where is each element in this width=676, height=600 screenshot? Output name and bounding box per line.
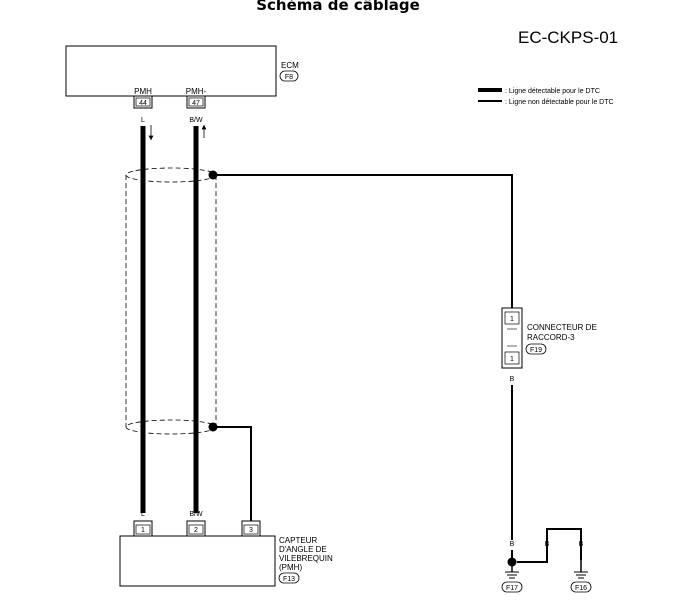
joint-connector-id: F19 — [530, 347, 542, 354]
joint-pin-bottom-box — [504, 351, 520, 365]
shield-top-ellipse — [125, 167, 217, 183]
shield — [125, 167, 217, 435]
ecm-pin-47-inner — [188, 97, 204, 107]
joint-connector-name-1: CONNECTEUR DE — [527, 323, 597, 332]
wire-ground-f16 — [517, 528, 582, 563]
sensor-name-2: D'ANGLE DE — [279, 545, 327, 554]
ground-f17: F17 — [501, 550, 523, 593]
ecm-block: ECM F8 PMH PMH- 44 47 — [65, 45, 299, 109]
ground-f16-id: F16 — [575, 585, 587, 592]
wire-b-label-ground-f17: B — [510, 541, 515, 548]
sensor-connector-id: F13 — [283, 576, 295, 583]
sensor-pin-3: 3 — [249, 527, 253, 534]
legend-non-detectable-label: : Ligne non détectable pour le DTC — [505, 99, 614, 106]
shield-bottom-ellipse — [125, 419, 217, 435]
wire-bw-label-bottom: B/W — [189, 511, 203, 518]
sensor-pin-1-inner — [135, 524, 151, 535]
ground-f17-id: F17 — [506, 585, 518, 592]
ecm-connector-badge — [279, 70, 299, 82]
sensor-pin-2: 2 — [194, 527, 198, 534]
sensor-pin-3-inner — [243, 524, 259, 535]
ground-f16-badge — [570, 581, 592, 593]
legend: : Ligne détectable pour le DTC : Ligne n… — [478, 88, 614, 106]
ecm-pin-44-label: PMH — [134, 87, 152, 96]
sensor-connector-badge — [278, 572, 300, 584]
sensor-name-4: (PMH) — [279, 563, 302, 572]
joint-pin-top: 1 — [510, 316, 514, 323]
ecm-pin-44-inner — [135, 97, 151, 107]
joint-connector: 1 1 CONNECTEUR DE RACCORD-3 F19 — [501, 307, 597, 369]
wire-b-label-joint: B — [510, 376, 515, 383]
sensor-pin-1: 1 — [141, 527, 145, 534]
wire-shield-sensor — [213, 426, 252, 521]
ecm-pin-44-number: 44 — [139, 100, 147, 107]
legend-detectable-label: : Ligne détectable pour le DTC — [505, 88, 600, 95]
sensor-box — [119, 535, 276, 587]
wire-b-label-ground-f16: B — [579, 541, 584, 548]
ground-f17-badge — [501, 581, 523, 593]
wire-b-label-branch: B — [545, 541, 550, 548]
ecm-pin-47-label: PMH- — [186, 87, 207, 96]
joint-pin-bottom: 1 — [510, 356, 514, 363]
sensor-pin-2-inner — [188, 524, 204, 535]
wire-bw-label-top: B/W — [189, 117, 203, 124]
ecm-pin-47-number: 47 — [192, 100, 200, 107]
joint-pin-top-box — [504, 311, 520, 325]
sensor-name-1: CAPTEUR — [279, 536, 317, 545]
ground-f16: B B F16 — [517, 528, 592, 593]
ecm-box — [65, 45, 277, 97]
wire-shield-drain — [213, 174, 513, 310]
wire-l-label-top: L — [141, 117, 145, 124]
diagram-code: EC-CKPS-01 — [518, 28, 618, 47]
sensor-name-3: VILEBREQUIN — [279, 554, 333, 563]
ecm-connector-id: F8 — [285, 74, 293, 81]
page-title: Schéma de câblage — [256, 0, 420, 14]
ecm-label: ECM — [281, 61, 299, 70]
joint-connector-badge — [525, 343, 547, 355]
sensor-block: 1 2 3 CAPTEUR D'ANGLE DE VILEBREQUIN (PM… — [119, 520, 333, 587]
wire-l-label-bottom: L — [141, 511, 145, 518]
joint-connector-name-2: RACCORD-3 — [527, 333, 575, 342]
